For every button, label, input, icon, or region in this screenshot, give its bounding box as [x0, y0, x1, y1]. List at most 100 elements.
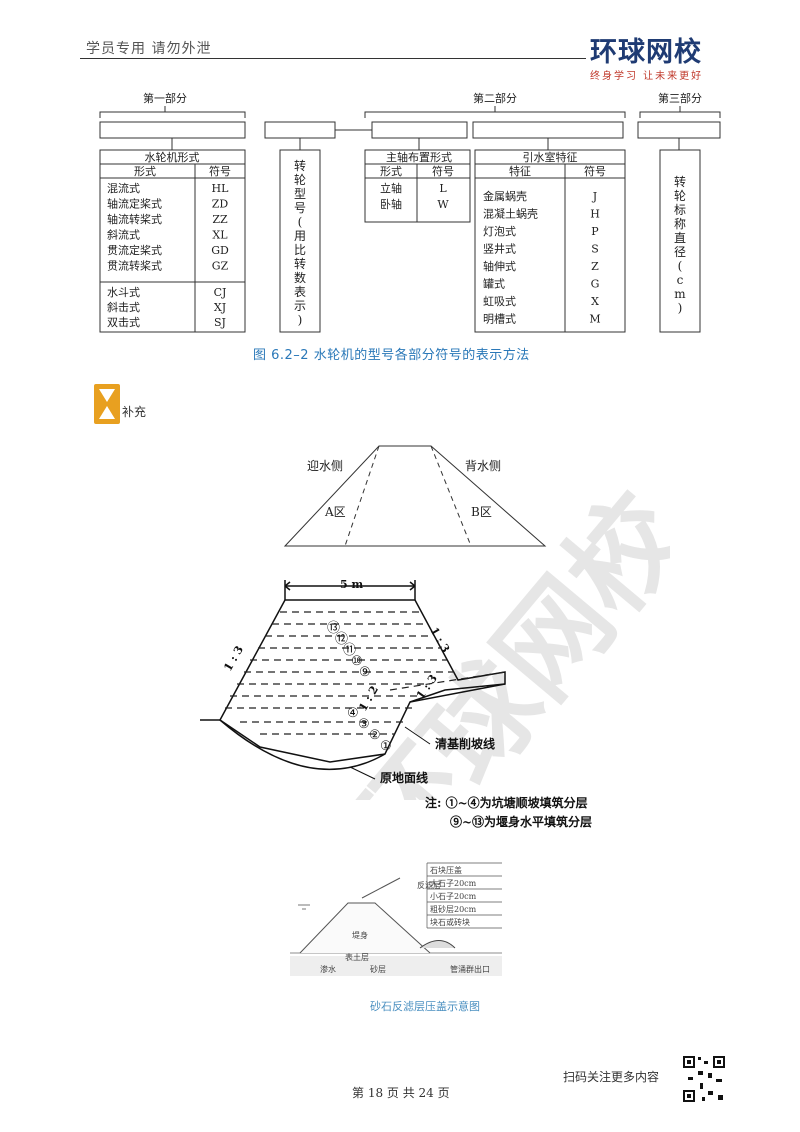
turbine-model-char: 示 [294, 299, 306, 313]
turbine-type-name: 混流式 [107, 181, 140, 195]
lower-layer-marker: ④ [347, 706, 359, 721]
turbine-type-code: ZD [212, 198, 229, 211]
turbine-model-char: 轮 [294, 173, 306, 187]
filter-layer-label: 石块压盖 [430, 865, 462, 875]
qr-code-icon[interactable] [682, 1055, 726, 1103]
turbine-type-code: XL [212, 229, 228, 242]
intake-feature-name: 混凝土蜗壳 [483, 207, 538, 221]
runner-diameter-char: 标 [674, 203, 686, 217]
turbine-model-char: ( [298, 215, 303, 229]
axis-code: W [437, 198, 449, 211]
col-feature: 特征 [509, 164, 531, 178]
intake-feature-name: 明槽式 [483, 313, 516, 326]
runner-diameter-char: 称 [674, 217, 686, 231]
intake-feature-name: 虹吸式 [483, 295, 516, 308]
turbine-model-char: 号 [294, 201, 306, 215]
turbine-type-name: 斜流式 [107, 228, 140, 242]
col-form: 形式 [134, 165, 156, 178]
turbine-type-code: HL [212, 182, 230, 195]
slope-left: 1 : 3 [221, 644, 246, 674]
note-line2: ⑨~⑬为堰身水平填筑分层 [450, 814, 592, 829]
runner-diameter-char: ( [678, 259, 683, 273]
turbine-model-char: 表 [294, 285, 306, 299]
filter-layer-label: 粗砂层20cm [430, 904, 477, 914]
downstream-label: 背水侧 [465, 459, 501, 473]
topsoil-label: 表土层 [345, 952, 369, 962]
ground-line-label: 原地面线 [380, 770, 428, 785]
intake-col-symbol: 符号 [584, 165, 606, 178]
filter-caption: 砂石反滤层压盖示意图 [370, 1000, 480, 1013]
watermark: 环球网校 [328, 470, 670, 800]
turbine-type-name: 水斗式 [107, 286, 140, 299]
runner-diameter-char: 直 [674, 231, 686, 245]
intake-title: 引水室特征 [523, 150, 578, 164]
intake-feature-name: 竖井式 [483, 242, 516, 256]
turbine-type-code: GZ [212, 260, 229, 273]
turbine-type-name: 贯流定桨式 [107, 243, 162, 257]
intake-feature-code: J [592, 190, 597, 203]
intake-feature-code: S [591, 243, 599, 256]
runner-diameter-char: m [674, 287, 686, 301]
turbine-model-char: 用 [294, 229, 306, 243]
filter-layer-label: 小石子20cm [430, 892, 477, 901]
turbine-type-code: ZZ [212, 213, 228, 226]
turbine-model-char: 转 [294, 158, 306, 173]
zone-b-label: B区 [471, 505, 492, 519]
intake-feature-code: M [589, 313, 600, 326]
turbine-type-title: 水轮机形式 [145, 150, 200, 164]
crest-width: 5 m [340, 578, 363, 591]
filter-side-label: 反滤层 [417, 880, 441, 890]
upper-layer-marker: ⑪ [343, 643, 356, 658]
hourglass-icon [94, 384, 120, 424]
upper-layer-marker: ⑨ [359, 665, 371, 680]
scan-prompt: 扫码关注更多内容 [563, 1070, 660, 1084]
turbine-type-name: 双击式 [107, 316, 140, 329]
turbine-type-name: 轴流定桨式 [107, 197, 162, 211]
turbine-type-name: 轴流转桨式 [107, 212, 162, 226]
intake-feature-code: G [591, 278, 600, 291]
page-number: 第 18 页 共 24 页 [352, 1086, 450, 1100]
turbine-model-char: 型 [294, 187, 306, 201]
turbine-type-code: CJ [214, 286, 227, 299]
col-symbol: 符号 [209, 165, 231, 178]
part2-label: 第二部分 [473, 91, 517, 105]
intake-feature-name: 轴伸式 [483, 259, 516, 273]
turbine-type-code: GD [211, 244, 229, 257]
seepage-label: 渗水 [320, 964, 336, 974]
intake-feature-code: H [590, 208, 600, 221]
sand-label: 砂层 [370, 964, 386, 974]
runner-diameter-char: 轮 [674, 189, 686, 203]
runner-diameter-char: c [677, 273, 684, 287]
intake-feature-code: X [591, 295, 599, 308]
upper-layer-marker: ⑬ [327, 621, 340, 636]
turbine-model-char: ) [298, 313, 303, 327]
lower-layer-marker: ② [369, 728, 381, 743]
supplement-label: 补充 [122, 405, 147, 419]
intake-feature-code: Z [591, 260, 599, 273]
turbine-type-code: SJ [214, 316, 226, 329]
note-line1: 注: ①~④为坑塘顺坡填筑分层 [425, 795, 588, 810]
filter-layer-label: 块石或砖块 [430, 917, 470, 927]
turbine-type-code: XJ [214, 301, 226, 314]
axis-name: 卧轴 [380, 197, 402, 211]
lower-layer-marker: ③ [358, 717, 370, 732]
brand-logo: 环球网校 终身学习 让未来更好 [590, 30, 740, 82]
figure-caption: 图 6.2–2 水轮机的型号各部分符号的表示方法 [253, 348, 530, 363]
body-label: 堤身 [352, 930, 368, 940]
turbine-code-diagram: 第一部分 第二部分 第三部分 水轮机形式 形式 符号 主轴布置形式 形式 符号 … [99, 91, 721, 333]
dam-zones-diagram: 迎水侧 背水侧 A区 B区 [283, 445, 547, 547]
filter-layer-label: 大石子20cm [430, 878, 477, 888]
part3-label: 第三部分 [658, 91, 702, 105]
turbine-model-char: 比 [294, 243, 306, 257]
slope-middle: 1 : 2 [356, 684, 381, 714]
logo-slogan: 终身学习 让未来更好 [590, 71, 704, 82]
axis-col-symbol: 符号 [432, 165, 454, 178]
axis-name: 立轴 [380, 181, 402, 195]
turbine-model-char: 转 [294, 256, 306, 271]
intake-feature-name: 灯泡式 [483, 224, 516, 238]
lower-layer-marker: ① [380, 739, 392, 754]
axis-col-form: 形式 [380, 165, 402, 178]
runner-diameter-char: 转 [674, 174, 686, 189]
